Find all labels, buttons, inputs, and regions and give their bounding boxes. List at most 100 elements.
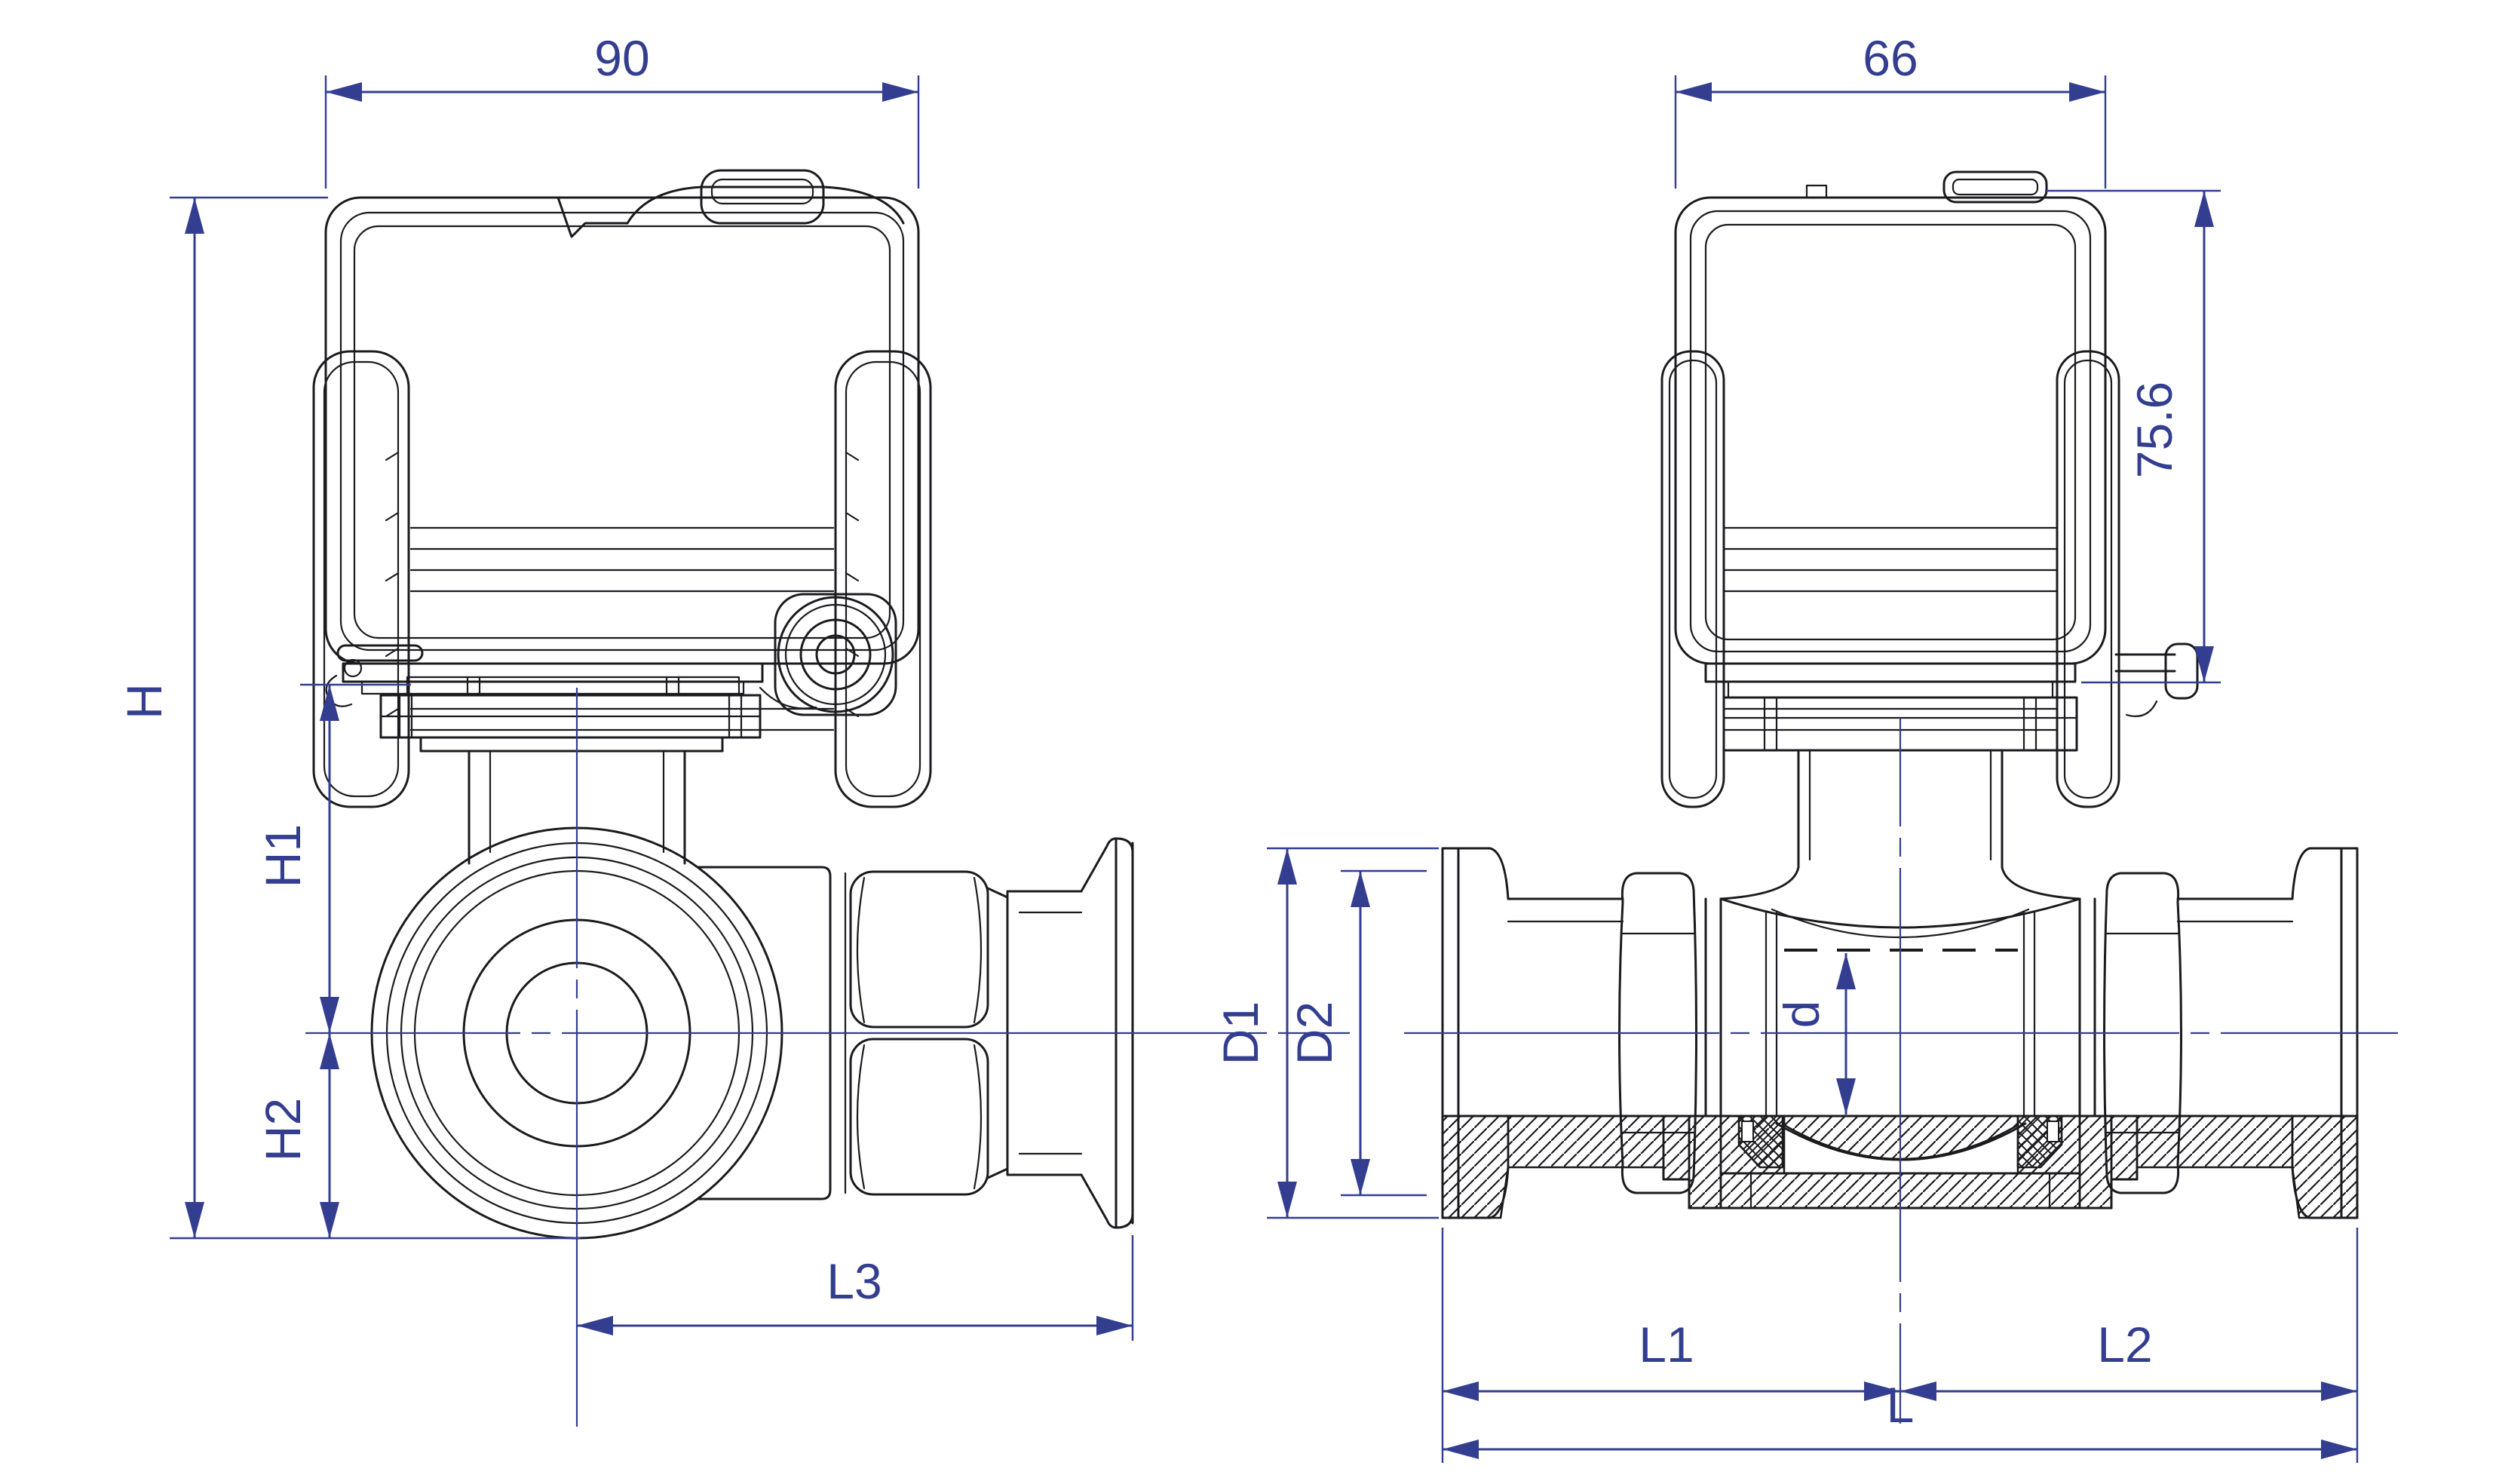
collar-chamfer (986, 887, 1009, 1179)
top-dome (1942, 170, 2048, 204)
nut-flats-lower (856, 1044, 983, 1190)
dim-D2: D2 (1286, 869, 1427, 1197)
latch-band-right-inner (845, 360, 921, 798)
dim-label-D2: D2 (1286, 1001, 1342, 1065)
latch-pin (343, 658, 363, 678)
override-ring (784, 603, 887, 706)
union-nut-left (1618, 872, 1697, 1194)
arrow (320, 685, 339, 721)
arrow (1836, 953, 1856, 989)
side-view (305, 169, 1350, 1427)
dim-D2-extensions (1341, 869, 1427, 1197)
seat-notch-left (1741, 1121, 1754, 1142)
dim-label-L2: L2 (2097, 1317, 2152, 1372)
housing-inner-wall2 (353, 225, 891, 639)
arrow (2194, 646, 2214, 682)
latch-band-right (834, 350, 932, 808)
dim-90-extensions (324, 75, 920, 189)
dim-label-L3: L3 (826, 1253, 882, 1309)
bracket-hook (2125, 700, 2158, 717)
side-view-centerlines (305, 688, 1350, 1427)
arrow (882, 82, 918, 102)
dim-66: 66 (1674, 30, 2107, 189)
top-notch (557, 196, 629, 238)
dim-H1: H1 (255, 683, 411, 1033)
housing-inner-wall2 (1704, 223, 2077, 641)
front-view (1404, 170, 2398, 1424)
front-view-dimensions: 66 75.6 D1 D2 d (1213, 30, 2359, 1463)
dim-label-H1: H1 (255, 824, 311, 888)
union-nut-right (2103, 872, 2182, 1194)
section-tube-right (2136, 1115, 2294, 1169)
dim-L1-L2: L1 L2 (1441, 1228, 2359, 1463)
body-side-walls (1704, 897, 2096, 1118)
dim-D1: D1 (1213, 847, 1439, 1219)
body-joint-lines (1765, 911, 2036, 1118)
arrow (1096, 1316, 1133, 1335)
base-plate2 (360, 680, 745, 695)
top-tab (1805, 184, 1828, 199)
latch-rod (336, 644, 424, 662)
dim-H2: H2 (255, 1033, 339, 1238)
arrow (326, 82, 362, 102)
dim-L3: L3 (577, 1235, 1134, 1341)
mounting-flange-side (379, 676, 762, 865)
arrow (185, 1202, 204, 1238)
arrow (2194, 191, 2214, 227)
housing-inner-wall (339, 211, 905, 652)
section-step-left1 (1662, 1115, 1691, 1181)
latch-band-left (1660, 350, 1725, 808)
section-step-right2 (2078, 1115, 2113, 1210)
override-shaft (815, 634, 856, 675)
dim-label-H: H (116, 683, 172, 719)
section-flange-right (2291, 1115, 2359, 1219)
dim-75-6: 75.6 (2045, 189, 2221, 684)
actuator-housing-front (1660, 170, 2199, 808)
latch-band-left-inner (1668, 359, 1718, 799)
override-boss-square (774, 593, 897, 716)
arrow (1443, 1440, 1479, 1459)
housing-ribs (409, 526, 835, 731)
arrow (1277, 848, 1297, 885)
neck-fillets (1719, 866, 2081, 900)
dim-label-D1: D1 (1213, 1001, 1268, 1065)
arrow (1864, 1381, 1900, 1401)
section-tube-left (1507, 1115, 1665, 1169)
actuator-housing-side (312, 169, 932, 808)
dim-D1-extensions (1267, 847, 1439, 1219)
dim-label-H2: H2 (255, 1098, 311, 1161)
latch-band-right (2056, 350, 2120, 808)
stem-neck-inner (1808, 749, 1992, 861)
dim-H: H (116, 196, 581, 1240)
arrow (1443, 1381, 1479, 1401)
dim-H-extensions (170, 196, 581, 1240)
mounting-bracket-front (1722, 696, 2078, 869)
dim-90: 90 (324, 30, 920, 189)
dim-label-75-6: 75.6 (2126, 382, 2182, 478)
section-flange-left (1441, 1115, 1510, 1219)
dim-label-L: L (1887, 1377, 1915, 1433)
flange-ticks (466, 676, 680, 697)
stem-neck (1797, 749, 2004, 869)
stem-neck-inner (489, 750, 665, 854)
override-ring2 (799, 618, 872, 691)
ferrule-flare (1080, 837, 1118, 1229)
top-dome-inner (710, 178, 814, 205)
bracket-cap (2164, 642, 2199, 700)
seat-notch-right (2047, 1121, 2059, 1142)
dim-label-66: 66 (1863, 30, 1918, 86)
housing-inner-wall (1689, 210, 2092, 653)
front-view-centerlines (1404, 718, 2398, 1424)
arrow (1351, 1159, 1370, 1195)
dim-label-90: 90 (594, 30, 649, 86)
dim-L: L (1443, 1377, 2357, 1459)
union-nut-lower (849, 1038, 989, 1196)
union-nut-upper (849, 870, 989, 1029)
top-dome-inner (1952, 178, 2039, 196)
arrow (320, 997, 339, 1033)
latch-band-right-inner (2063, 359, 2113, 799)
boss-strap (759, 686, 817, 710)
latch-band-left (312, 350, 410, 808)
